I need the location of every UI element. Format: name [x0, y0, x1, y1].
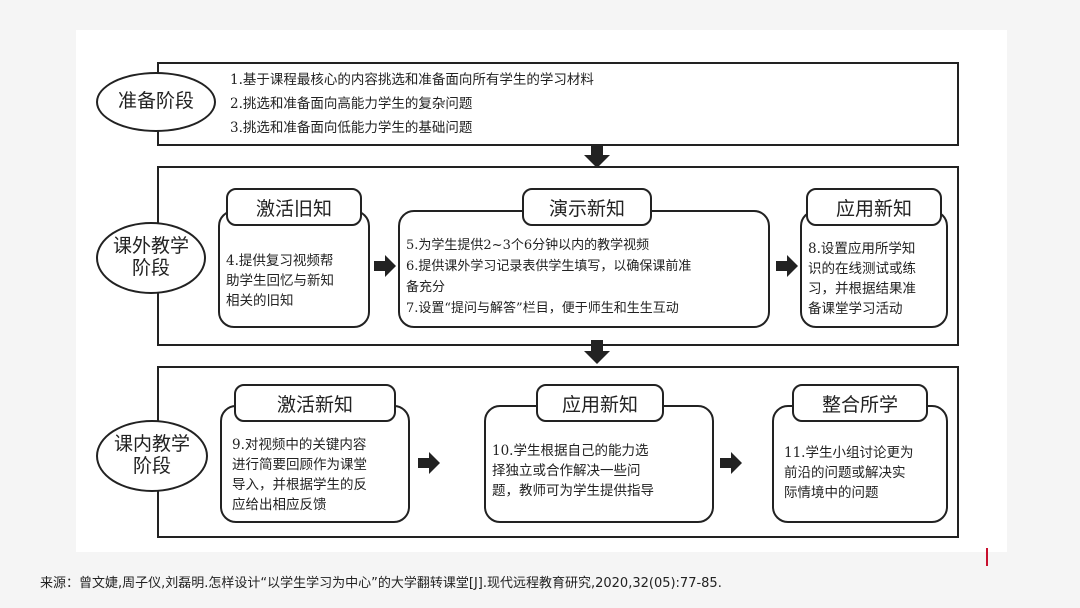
item-7: 7.设置“提问与解答”栏目，便于师生和生生互动	[406, 301, 679, 316]
demonstrate-new-knowledge-title: 演示新知	[522, 188, 652, 226]
item-8-line-1: 8.设置应用所学知	[808, 241, 916, 257]
item-11-line-3: 际情境中的问题	[784, 485, 879, 501]
demonstrate-new-knowledge-title-text: 演示新知	[548, 197, 625, 220]
item-5: 5.为学生提供2~3个6分钟以内的教学视频	[406, 238, 650, 253]
apply-new-knowledge-out-box	[800, 210, 948, 328]
item-11-line-1: 11.学生小组讨论更为	[784, 445, 914, 461]
item-8-line-4: 备课堂学习活动	[808, 301, 903, 317]
in-stage-label-line1: 课内教学	[113, 433, 190, 456]
red-marker	[986, 548, 988, 566]
item-10-line-3: 题，教师可为学生提供指导	[492, 483, 654, 499]
item-4-line-3: 相关的旧知	[226, 293, 294, 309]
activate-old-knowledge-title-text: 激活旧知	[255, 197, 332, 220]
prep-item-3: 3.挑选和准备面向低能力学生的基础问题	[230, 120, 473, 136]
right-arrow-icon	[418, 452, 440, 474]
item-9-line-1: 9.对视频中的关键内容	[232, 437, 367, 453]
prep-stage-oval: 准备阶段	[96, 72, 216, 132]
item-10-line-2: 择独立或合作解决一些问	[492, 463, 641, 479]
out-stage-oval: 课外教学 阶段	[96, 222, 206, 294]
apply-new-knowledge-in-title-text: 应用新知	[561, 393, 638, 416]
item-8-line-2: 识的在线测试或练	[808, 261, 916, 277]
prep-item-2: 2.挑选和准备面向高能力学生的复杂问题	[230, 96, 473, 112]
prep-stage-label: 准备阶段	[117, 90, 194, 113]
apply-new-knowledge-out-title: 应用新知	[806, 188, 942, 226]
item-8-line-3: 习，并根据结果准	[808, 281, 916, 297]
item-6-line-2: 备充分	[406, 280, 446, 295]
demonstrate-new-knowledge-box	[398, 210, 770, 328]
item-9-line-4: 应给出相应反馈	[232, 497, 327, 513]
item-9-line-2: 进行简要回顾作为课堂	[232, 457, 367, 473]
activate-new-knowledge-title-text: 激活新知	[276, 393, 353, 416]
item-10-line-1: 10.学生根据自己的能力选	[492, 443, 649, 459]
in-stage-label-line2: 阶段	[132, 455, 171, 477]
item-6-line-1: 6.提供课外学习记录表供学生填写，以确保课前准	[406, 259, 692, 274]
activate-new-knowledge-title: 激活新知	[234, 384, 396, 422]
apply-new-knowledge-out-title-text: 应用新知	[835, 197, 912, 220]
prep-stage-frame	[157, 62, 959, 146]
source-citation: 来源：曾文婕,周子仪,刘磊明.怎样设计“以学生学习为中心”的大学翻转课堂[J].…	[40, 576, 722, 591]
integrate-learning-title-text: 整合所学	[821, 393, 898, 416]
item-9-line-3: 导入，并根据学生的反	[232, 477, 367, 493]
item-4-line-2: 助学生回忆与新知	[226, 273, 334, 289]
down-arrow-icon	[584, 340, 610, 364]
in-stage-oval: 课内教学 阶段	[96, 420, 208, 492]
out-stage-label-line2: 阶段	[131, 257, 170, 279]
item-11-line-2: 前沿的问题或解决实	[784, 465, 906, 481]
apply-new-knowledge-in-title: 应用新知	[536, 384, 664, 422]
down-arrow-icon	[584, 144, 610, 168]
activate-old-knowledge-title: 激活旧知	[226, 188, 362, 226]
right-arrow-icon	[776, 255, 798, 277]
right-arrow-icon	[720, 452, 742, 474]
out-stage-label-line1: 课外教学	[112, 235, 189, 258]
integrate-learning-title: 整合所学	[792, 384, 928, 422]
right-arrow-icon	[374, 255, 396, 277]
prep-item-1: 1.基于课程最核心的内容挑选和准备面向所有学生的学习材料	[230, 72, 594, 88]
activate-old-knowledge-box	[218, 210, 370, 328]
item-4-line-1: 4.提供复习视频帮	[226, 253, 334, 269]
